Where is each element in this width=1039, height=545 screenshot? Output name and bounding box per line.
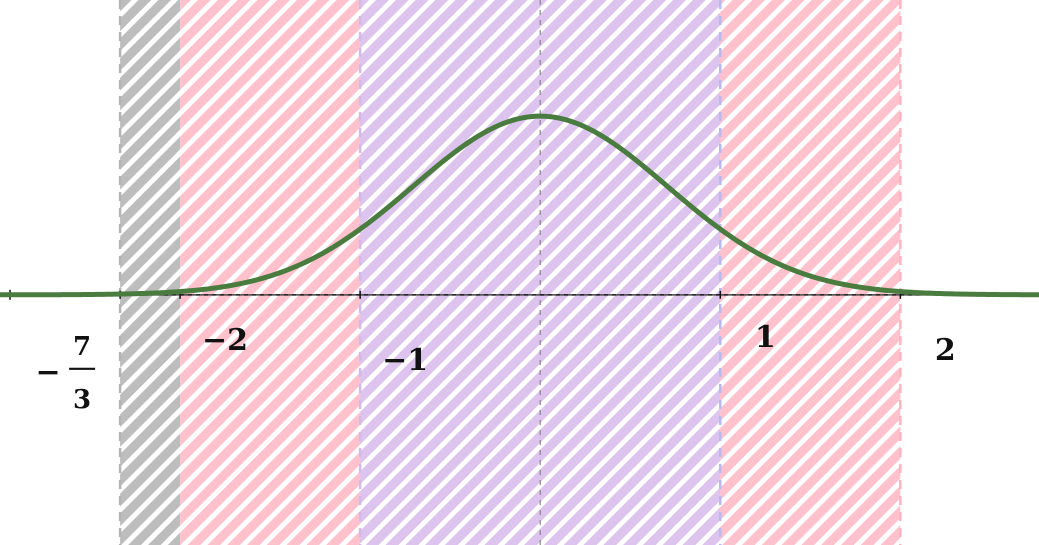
curve-layer [0,113,1039,298]
fraction-denominator: 3 [73,385,91,415]
gray-band [120,0,181,545]
x-tick-label-1: −2 [202,323,248,358]
fraction-numerator: 7 [73,332,91,362]
x-tick-label-fraction: −7 3 [36,332,96,415]
fraction-minus-sign: − [36,355,61,390]
x-tick-label-3: 1 [755,320,776,355]
x-tick-label-2: −1 [382,343,428,378]
x-tick-label-4: 2 [935,333,956,368]
gaussian-curve [0,113,1039,298]
tick-labels-layer: −7 3 −2 −1 1 2 [36,320,956,415]
bands-layer [120,0,901,545]
vertical-lines-layer [118,0,902,545]
